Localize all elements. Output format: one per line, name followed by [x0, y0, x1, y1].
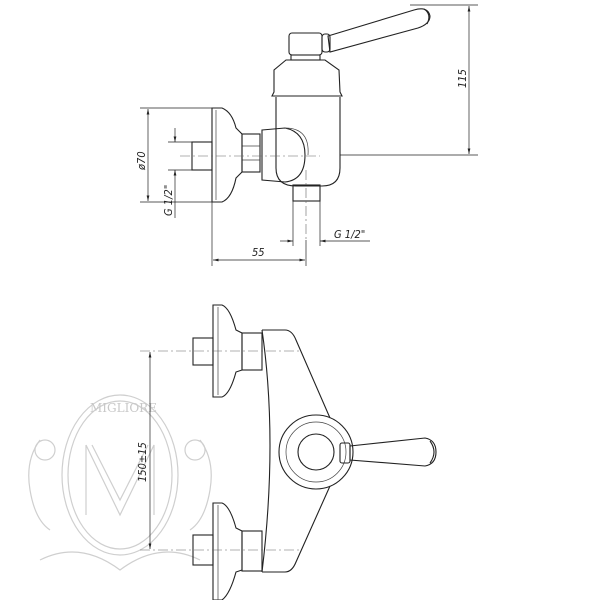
- cap: [288, 32, 323, 56]
- front-view: 150±15: [136, 304, 437, 600]
- lever-handle: [327, 8, 431, 53]
- dim-inlet-thread: G 1/2": [162, 185, 175, 216]
- front-lever-handle: [349, 437, 437, 467]
- dim-flange-diameter: ø70: [135, 151, 148, 171]
- watermark-logo: MIGLIORE: [28, 394, 212, 571]
- watermark-brand: MIGLIORE: [90, 401, 157, 415]
- dim-center-distance: 150±15: [136, 442, 149, 482]
- wall-flange: [211, 107, 243, 203]
- dim-height: 115: [456, 69, 469, 88]
- outlet-pipe: [292, 184, 321, 202]
- dim-projection: 55: [252, 246, 265, 259]
- mixer-body: [261, 329, 331, 573]
- side-view: 115 ø70 G 1/2" G 1/2" 55: [135, 4, 478, 266]
- dim-outlet-thread: G 1/2": [334, 228, 365, 241]
